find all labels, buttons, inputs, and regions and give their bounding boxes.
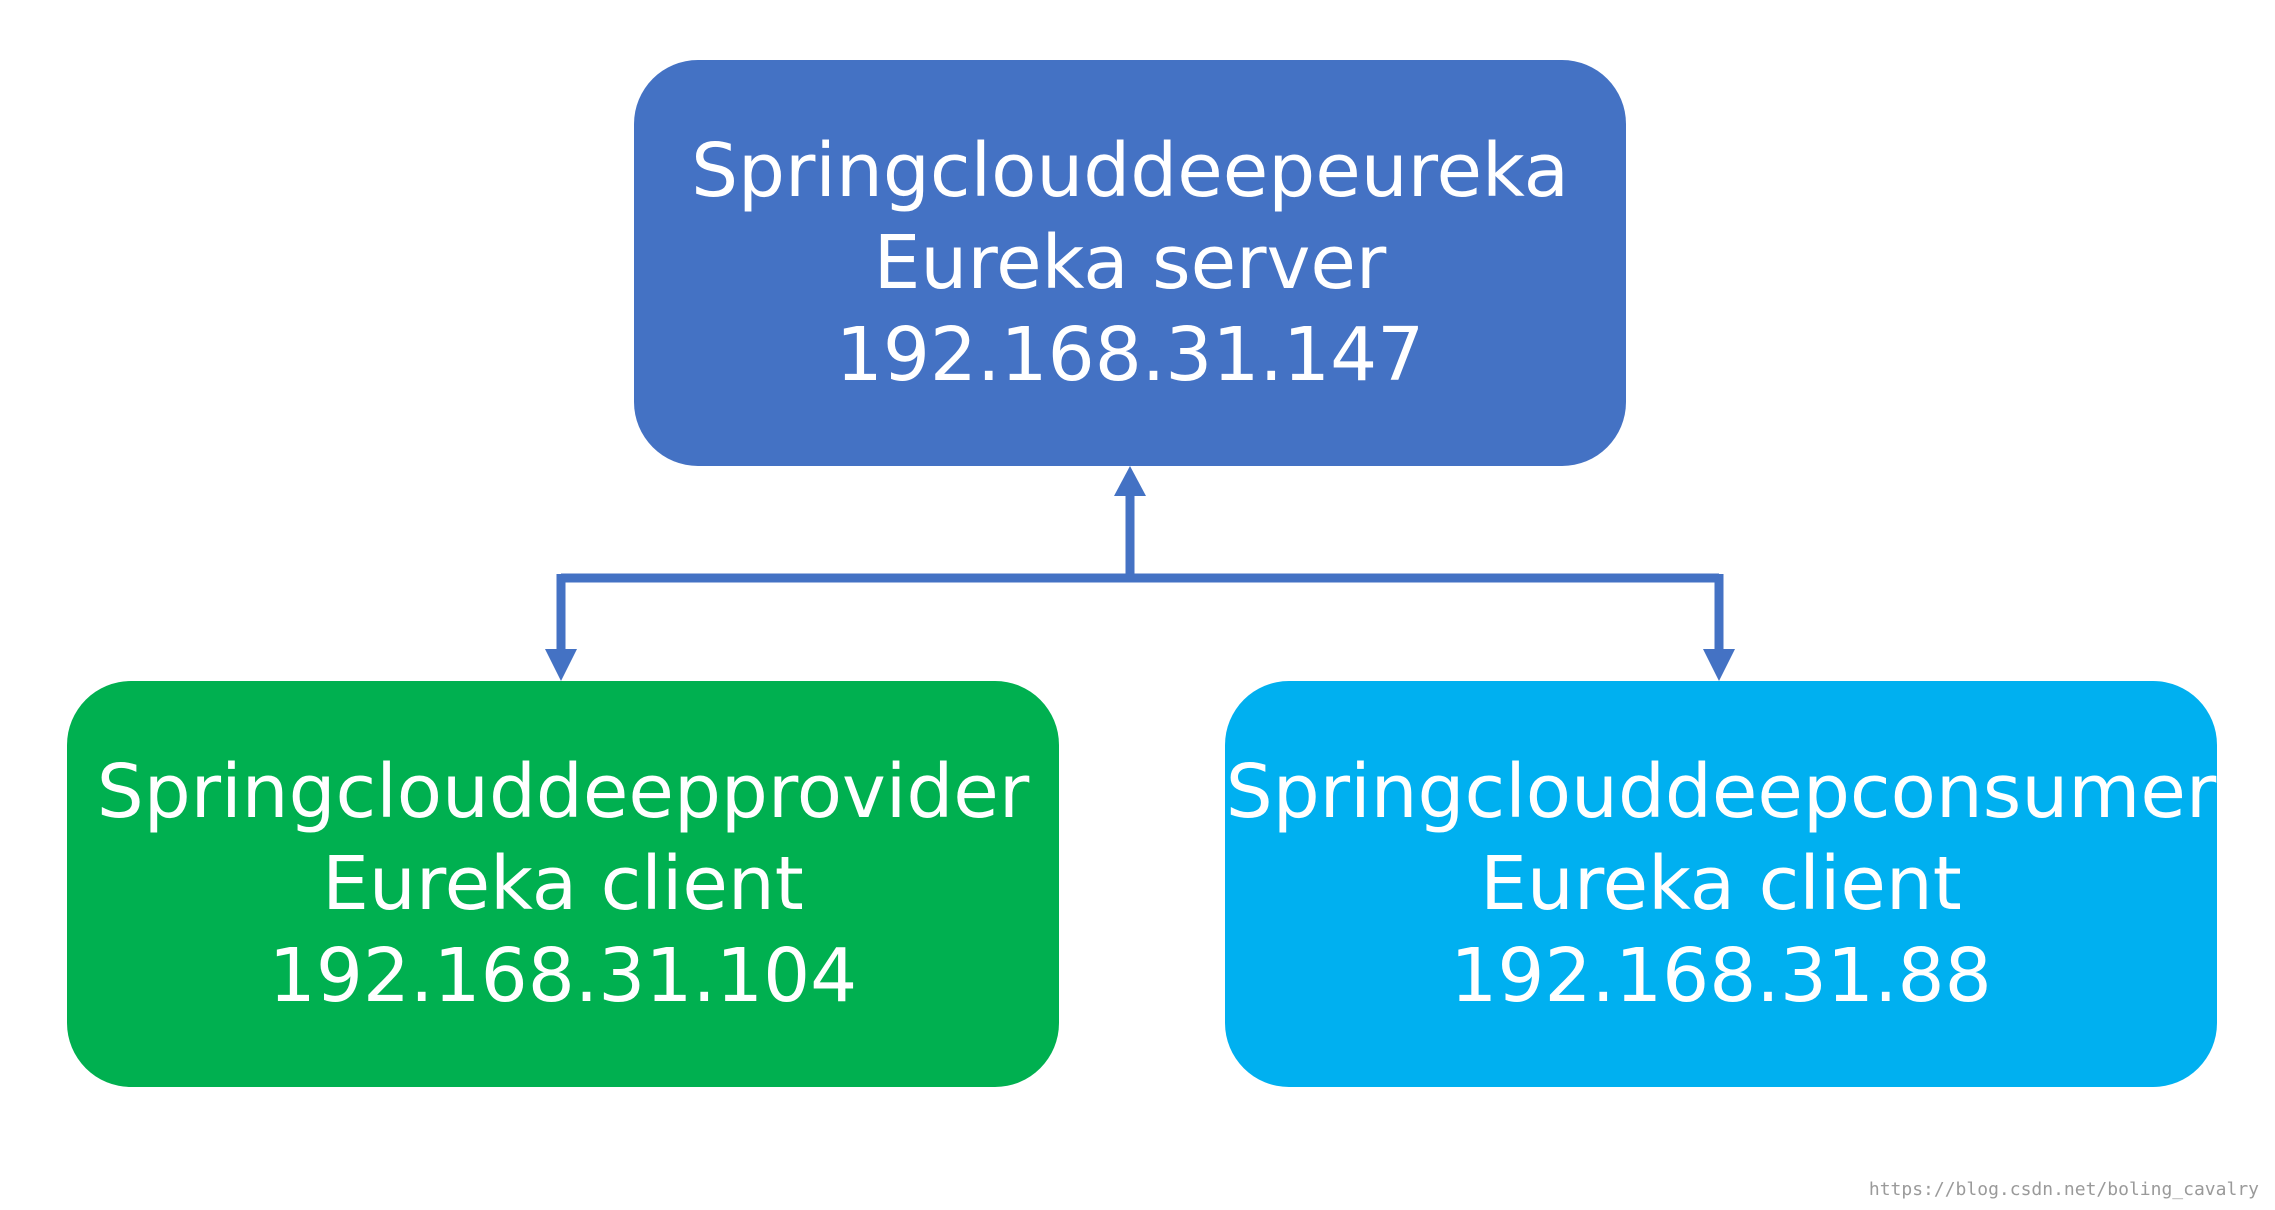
- eureka-server-node: Springclouddeepeureka Eureka server 192.…: [634, 60, 1626, 466]
- watermark-text: https://blog.csdn.net/boling_cavalry: [1868, 1179, 2259, 1200]
- provider-name: Springclouddeepprovider: [96, 749, 1030, 835]
- arrowhead-to-server: [1114, 466, 1146, 496]
- server-role: Eureka server: [873, 220, 1387, 306]
- arrowhead-to-provider: [545, 649, 577, 681]
- provider-ip: 192.168.31.104: [268, 933, 858, 1019]
- consumer-role: Eureka client: [1480, 841, 1962, 927]
- consumer-ip: 192.168.31.88: [1450, 933, 1992, 1019]
- provider-client-node: Springclouddeepprovider Eureka client 19…: [67, 681, 1059, 1087]
- provider-role: Eureka client: [322, 841, 804, 927]
- consumer-client-node: Springclouddeepconsumer Eureka client 19…: [1225, 681, 2217, 1087]
- server-name: Springclouddeepeureka: [691, 128, 1569, 214]
- consumer-name: Springclouddeepconsumer: [1225, 749, 2217, 835]
- arrowhead-to-consumer: [1703, 649, 1735, 681]
- server-ip: 192.168.31.147: [835, 312, 1425, 398]
